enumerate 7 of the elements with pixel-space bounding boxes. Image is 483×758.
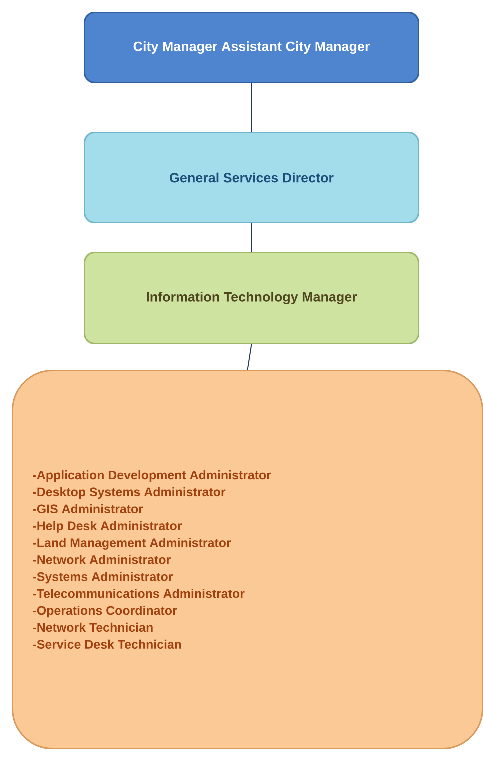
connector-line — [247, 344, 252, 370]
position-box: City Manager Assistant City Manager — [84, 12, 420, 84]
position-box: General Services Director — [84, 132, 420, 224]
connector-line — [251, 223, 252, 252]
connector-line — [251, 83, 252, 132]
position-box: Information Technology Manager — [84, 252, 420, 344]
role-list-box: -Application Development Administrator -Desktop Systems Administrator -GIS Administrator -Help Desk Administrator -Land Management Administrator -Network Administrator -Systems Administrator -Telecommunications Administrator -Operations Coordinator -Network Technician -Service Desk Technician — [12, 370, 483, 750]
